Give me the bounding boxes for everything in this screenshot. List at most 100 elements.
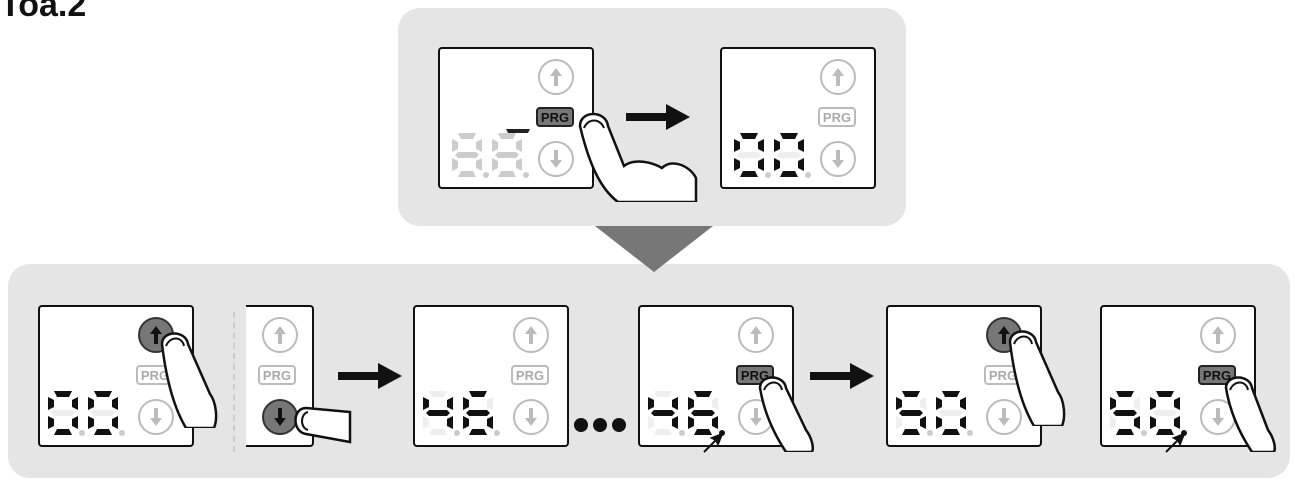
decimal-point [927,430,933,436]
display-screen-start: PRG [38,305,194,447]
up-button[interactable] [738,317,774,353]
segment-g [691,410,715,416]
down-arrow-icon [548,149,564,169]
up-button[interactable] [1200,317,1236,353]
display-screen-end-set: PRG [1100,305,1256,447]
up-button[interactable] [986,317,1022,353]
segment-f [1150,397,1156,410]
down-arrow-icon [272,407,288,427]
segment-b [72,397,78,410]
prg-button[interactable]: PRG [136,365,174,385]
up-arrow-icon [830,67,846,87]
up-arrow-icon [996,325,1012,345]
up-button[interactable] [538,59,574,95]
down-button[interactable] [986,399,1022,435]
segment-g [426,410,450,416]
decimal-point [765,172,771,178]
down-button[interactable] [262,399,298,435]
decimal-point [679,430,685,436]
segment-a [94,391,112,397]
segment-a [740,133,758,139]
up-button[interactable] [513,317,549,353]
segment-c [1174,416,1180,429]
down-button[interactable] [738,399,774,435]
segment-a [942,391,960,397]
segment-g [737,152,761,158]
decimal-point [79,430,85,436]
segment-a [1116,391,1134,397]
down-arrow-icon [996,407,1012,427]
segment-e [1110,416,1116,429]
segment-a [458,133,476,139]
segment-a [1156,391,1174,397]
segment-g [455,152,479,158]
dashed-divider [233,312,235,452]
segment-d [429,429,447,435]
dash-segment [506,129,530,133]
figure-label: Toa.2 [0,0,86,25]
segment-a [902,391,920,397]
prg-button[interactable]: PRG [818,107,856,127]
segment-b [712,397,718,410]
prg-button[interactable]: PRG [258,365,296,385]
segment-a [694,391,712,397]
segment-d [1116,429,1134,435]
down-button[interactable] [138,399,174,435]
seven-segment-digits [896,385,982,439]
display-screen-end: PRG [886,305,1042,447]
down-button[interactable] [1200,399,1236,435]
segment-e [648,416,654,429]
up-arrow-icon [523,325,539,345]
segment-b [672,397,678,410]
right-flow-arrow [810,363,874,389]
segment-f [463,397,469,410]
segment-e [774,158,780,171]
segment-b [1134,397,1140,410]
segment-g [899,410,923,416]
segment-a [54,391,72,397]
down-button[interactable] [820,141,856,177]
segment-f [452,139,458,152]
up-arrow-icon [272,325,288,345]
segment-e [688,416,694,429]
segment-f [936,397,942,410]
segment-a [469,391,487,397]
segment-f [648,397,654,410]
segment-a [654,391,672,397]
segment-d [902,429,920,435]
segment-g [777,152,801,158]
down-button[interactable] [513,399,549,435]
segment-c [447,416,453,429]
decimal-point [483,172,489,178]
seven-segment-display [896,385,982,444]
ellipsis-dot [612,418,626,432]
down-button[interactable] [538,141,574,177]
seven-segment-digits [423,385,509,439]
segment-d [498,171,516,177]
up-button[interactable] [138,317,174,353]
segment-e [734,158,740,171]
down-arrow-icon [748,407,764,427]
down-arrow-icon [148,407,164,427]
segment-b [112,397,118,410]
segment-f [688,397,694,410]
seven-segment-digits [648,385,734,439]
prg-button[interactable]: PRG [536,107,574,127]
up-button[interactable] [262,317,298,353]
prg-button[interactable]: PRG [984,365,1022,385]
segment-e [88,416,94,429]
segment-d [740,171,758,177]
pointer-arrow-icon [702,432,724,454]
display-screen-top-before: PRG [438,47,594,189]
seven-segment-display [48,385,134,444]
prg-button[interactable]: PRG [511,365,549,385]
ellipsis-dot [593,418,607,432]
prg-button[interactable]: PRG [1198,365,1236,385]
prg-button[interactable]: PRG [736,365,774,385]
up-arrow-icon [548,67,564,87]
display-screen-mid: PRG [413,305,569,447]
seven-segment-display [734,127,820,186]
segment-g [51,410,75,416]
up-button[interactable] [820,59,856,95]
segment-e [1150,416,1156,429]
